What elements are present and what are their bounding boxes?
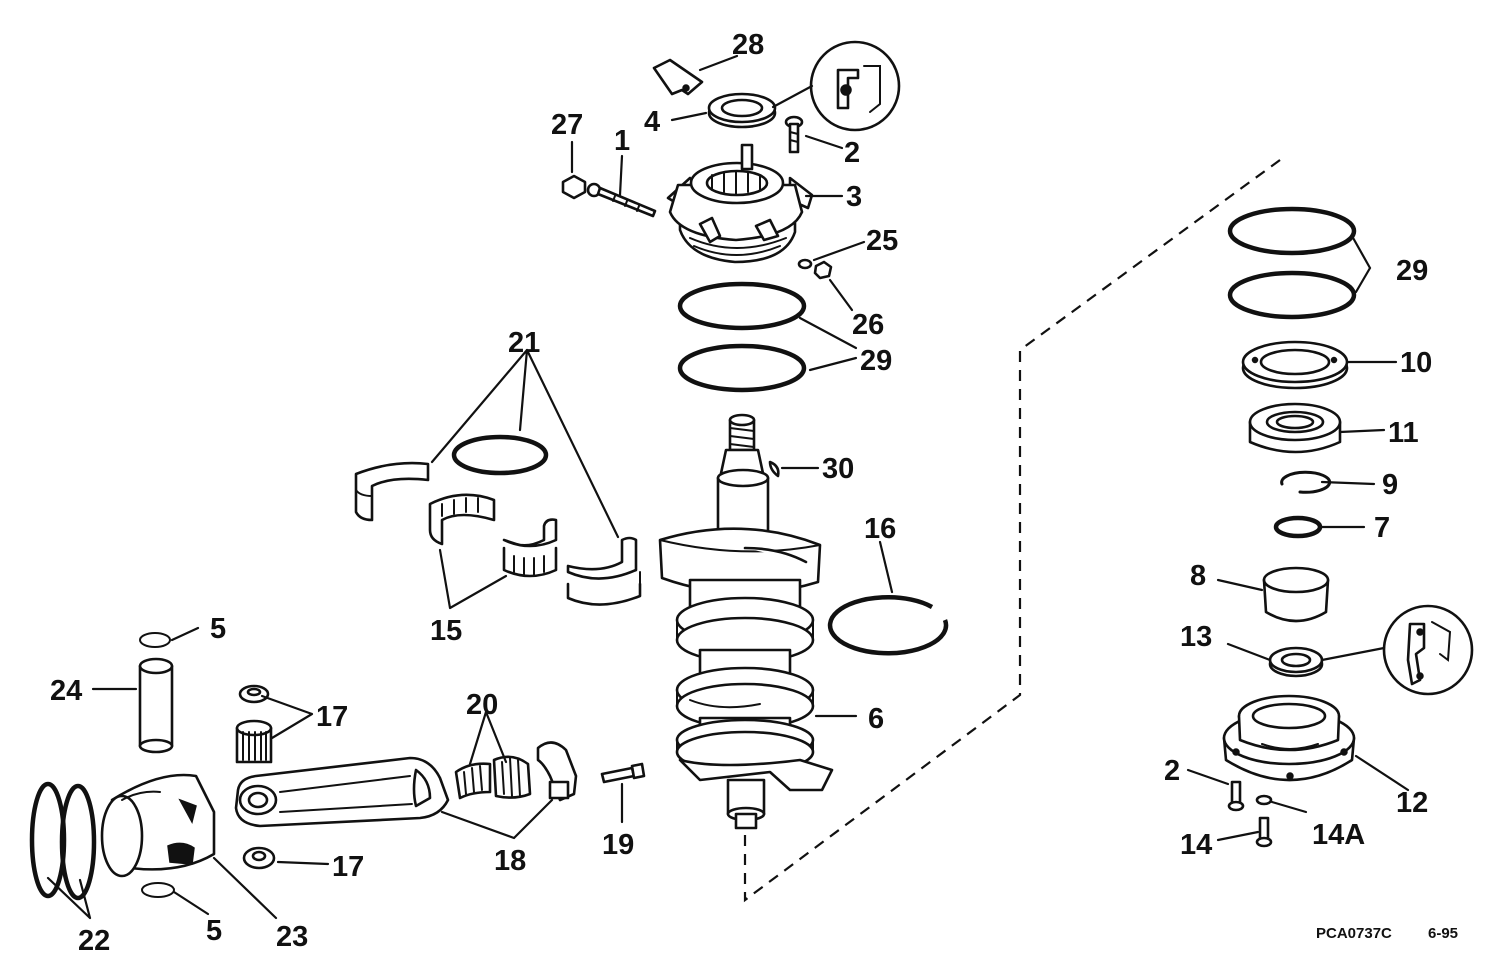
callout-11: 11 (1388, 417, 1419, 449)
woodruff-key-30 (768, 460, 780, 478)
leader-lines (46, 54, 1410, 920)
nut-26 (813, 260, 833, 280)
diagram-date: 6-95 (1428, 925, 1458, 942)
callout-29-upper: 29 (860, 345, 892, 377)
lower-seal-13 (1268, 646, 1324, 678)
callout-10: 10 (1400, 347, 1432, 379)
wrist-pin-24 (138, 657, 174, 754)
upper-bearing-housing-3 (666, 143, 814, 264)
piston-23 (100, 773, 216, 878)
callout-7: 7 (1374, 512, 1390, 544)
washer-25 (797, 258, 813, 270)
callout-6: 6 (868, 703, 884, 735)
rod-cap-18 (536, 741, 578, 802)
seal-plate-10 (1241, 340, 1349, 390)
retaining-ring-16 (827, 595, 949, 656)
screw-2-bottom (1227, 780, 1245, 812)
callout-15: 15 (430, 615, 462, 647)
callout-18: 18 (494, 845, 526, 877)
callout-5-bottom: 5 (206, 915, 222, 947)
callout-8: 8 (1190, 560, 1206, 592)
needle-bearing-17 (235, 719, 273, 764)
callout-17-bottom: 17 (332, 851, 364, 883)
oil-seal-4 (707, 92, 777, 129)
callout-19: 19 (602, 829, 634, 861)
callout-5-top: 5 (210, 613, 226, 645)
thrust-washer-17-top (238, 684, 270, 704)
retaining-clip-5-top (139, 632, 171, 648)
screw-2-top (784, 115, 804, 154)
assembly-guide-line (743, 159, 1281, 903)
callout-3: 3 (846, 181, 862, 213)
callout-23: 23 (276, 921, 308, 953)
bearing-race-21-right (566, 536, 642, 606)
snap-ring-9 (1280, 470, 1332, 494)
lower-bearing-housing-12 (1222, 694, 1356, 782)
callout-26: 26 (852, 309, 884, 341)
sleeve-8 (1262, 566, 1330, 623)
washer-7 (1273, 515, 1323, 539)
screw-14 (1255, 816, 1273, 848)
callout-22: 22 (78, 925, 110, 957)
needle-cage-20 (454, 755, 532, 800)
callout-25: 25 (866, 225, 898, 257)
callout-14a: 14A (1312, 819, 1365, 851)
callout-2-bottom: 2 (1164, 755, 1180, 787)
callout-29-lower: 29 (1396, 255, 1428, 287)
callout-14: 14 (1180, 829, 1212, 861)
callout-21: 21 (508, 327, 540, 359)
callout-27: 27 (551, 109, 583, 141)
callout-labels: 28 4 27 1 2 3 25 26 29 21 30 16 15 5 24 … (50, 29, 1432, 957)
callout-30: 30 (822, 453, 854, 485)
callout-2-top: 2 (844, 137, 860, 169)
seal-detail-magnifier (771, 40, 901, 132)
retaining-clip-5-bottom (141, 882, 175, 898)
callout-24: 24 (50, 675, 82, 707)
callout-4: 4 (644, 106, 660, 138)
needle-cage-15-left (428, 493, 496, 546)
crankshaft-6 (658, 413, 834, 830)
lower-seal-detail-magnifier (1320, 604, 1474, 696)
bolt-1 (586, 182, 657, 218)
o-rings-29-upper (677, 281, 807, 393)
callout-16: 16 (864, 513, 896, 545)
callout-13: 13 (1180, 621, 1212, 653)
o-rings-29-lower (1227, 206, 1357, 320)
washer-14a (1255, 794, 1273, 806)
callout-20: 20 (466, 689, 498, 721)
rod-bolt-19 (600, 762, 646, 784)
thrust-washer-17-bottom (242, 846, 276, 870)
piston-rings-22 (29, 781, 97, 901)
callout-12: 12 (1396, 787, 1428, 819)
callout-1: 1 (614, 125, 630, 157)
bearing-ring-21-center (451, 434, 549, 476)
connecting-rod-18 (234, 756, 450, 828)
callout-9: 9 (1382, 469, 1398, 501)
retainer-clip-28 (652, 58, 704, 96)
callout-28: 28 (732, 29, 764, 61)
ball-bearing-11 (1248, 402, 1342, 454)
needle-cage-15-right (502, 518, 558, 578)
nut-27 (561, 174, 587, 200)
diagram-code: PCA0737C (1316, 925, 1392, 942)
bearing-race-21-left (354, 461, 430, 522)
callout-17-top: 17 (316, 701, 348, 733)
